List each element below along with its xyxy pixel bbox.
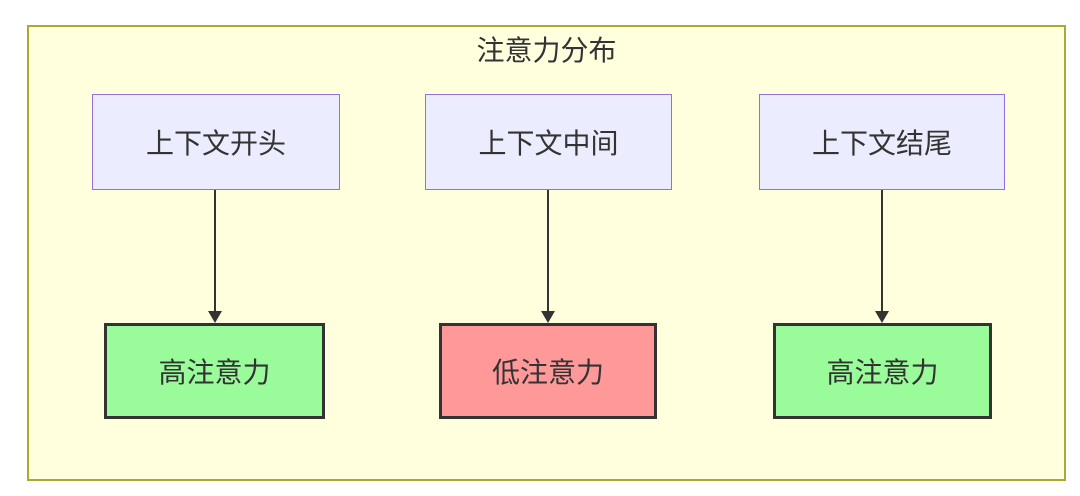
arrow-head <box>541 311 555 323</box>
node-context-middle: 上下文中间 <box>425 94 672 190</box>
node-high-attention-start: 高注意力 <box>104 323 325 419</box>
node-context-start: 上下文开头 <box>92 94 340 190</box>
arrow-down-icon <box>541 190 555 323</box>
node-high-attention-end: 高注意力 <box>773 323 992 419</box>
arrow-down-icon <box>208 190 222 323</box>
node-context-end: 上下文结尾 <box>759 94 1005 190</box>
arrow-shaft <box>881 190 883 312</box>
diagram-title: 注意力分布 <box>476 35 617 66</box>
arrow-head <box>875 311 889 323</box>
arrow-down-icon <box>875 190 889 323</box>
arrow-shaft <box>214 190 216 312</box>
arrow-head <box>208 311 222 323</box>
node-low-attention-middle: 低注意力 <box>439 323 657 419</box>
arrow-shaft <box>547 190 549 312</box>
attention-distribution-diagram: 注意力分布 上下文开头 上下文中间 上下文结尾 高注意力 低注意力 高注意力 <box>27 25 1066 481</box>
